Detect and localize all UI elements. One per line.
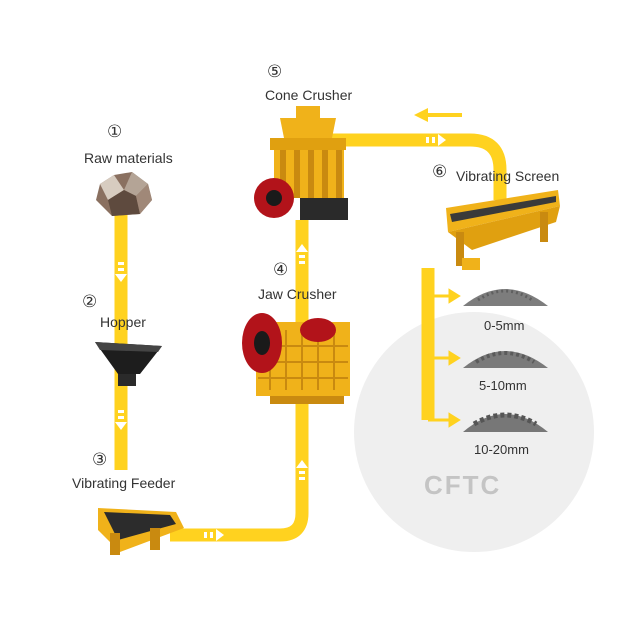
step-number-3: ③ [92,450,108,469]
step-label-hopper: Hopper [100,314,146,330]
down-arrow-icon [115,410,127,430]
step-label-vibrating-screen: Vibrating Screen [456,168,560,184]
product-size-label: 0-5mm [484,318,525,333]
jaw-crusher-machine [242,313,350,404]
return-arrow-icon [414,108,462,122]
right-arrow-icon [204,529,224,541]
vibrating-screen-machine [446,190,560,270]
product-size-label: 5-10mm [479,378,527,393]
vibrating-feeder-machine [98,508,184,555]
step-label-vibrating-feeder: Vibrating Feeder [72,475,176,491]
step-label-cone-crusher: Cone Crusher [265,87,353,103]
screen-output-branches [428,288,461,428]
up-arrow-icon [296,460,308,480]
step-number-1: ① [107,122,123,141]
gravel-pile-10-20mm [463,412,548,432]
step-label-raw-materials: Raw materials [84,150,173,166]
step-number-6: ⑥ [432,162,448,181]
cone-crusher-machine [254,106,348,220]
down-arrow-icon [115,262,127,282]
product-size-label: 10-20mm [474,442,529,457]
gravel-pile-0-5mm [463,289,548,306]
right-arrow-icon [426,134,446,146]
gravel-pile-5-10mm [463,351,548,368]
step-number-5: ⑤ [267,62,283,81]
cftc-logo: CFTC [424,470,502,500]
step-label-jaw-crusher: Jaw Crusher [258,286,337,302]
up-arrow-icon [296,244,308,264]
raw-materials-rock [96,172,152,216]
step-number-2: ② [82,292,98,311]
hopper-machine [95,342,162,386]
step-number-4: ④ [273,260,289,279]
